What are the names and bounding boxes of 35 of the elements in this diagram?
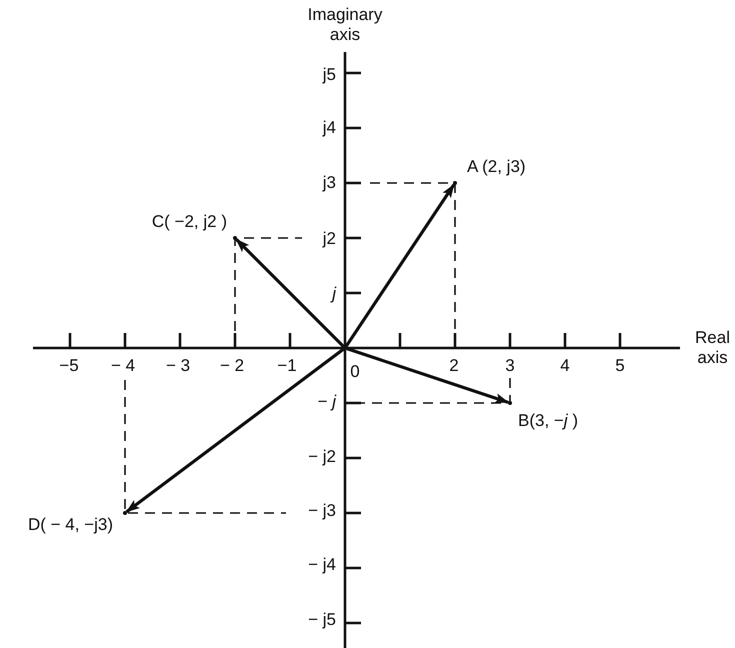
axis-title: Real axis bbox=[694, 328, 731, 368]
point-label: A (2, j3) bbox=[467, 157, 526, 177]
tick-label: − j3 bbox=[308, 501, 336, 521]
tick-label: j5 bbox=[322, 65, 336, 85]
vector-point bbox=[453, 181, 457, 185]
tick-label: − 4 bbox=[110, 356, 136, 376]
tick-label: j bbox=[332, 284, 336, 304]
tick-label: j3 bbox=[322, 173, 336, 193]
vector-point bbox=[123, 511, 127, 515]
tick-label: − j4 bbox=[308, 555, 336, 575]
tick-label: 4 bbox=[560, 356, 570, 376]
vector-point bbox=[233, 236, 237, 240]
tick-label: −5 bbox=[59, 356, 79, 376]
tick-label: − j2 bbox=[308, 447, 336, 467]
vector-point bbox=[508, 401, 512, 405]
vector-arrow bbox=[346, 347, 510, 404]
vector-arrow bbox=[235, 238, 345, 348]
tick-label: j2 bbox=[322, 229, 336, 249]
tick-label: 0 bbox=[350, 362, 360, 382]
tick-label: − 2 bbox=[220, 356, 244, 376]
tick-label: j4 bbox=[322, 118, 336, 138]
tick-label: −1 bbox=[277, 356, 297, 376]
tick-label: 5 bbox=[615, 356, 625, 376]
point-label: C( −2, j2 ) bbox=[152, 212, 227, 232]
tick-label: 2 bbox=[449, 356, 459, 376]
vector-point bbox=[343, 346, 347, 350]
point-label: B(3, −j ) bbox=[518, 411, 578, 431]
tick-label: 3 bbox=[505, 356, 515, 376]
tick-label: − j bbox=[318, 392, 336, 412]
tick-label: − 3 bbox=[166, 356, 190, 376]
axis-title: Imaginary axis bbox=[306, 5, 384, 45]
point-label: D( − 4, −j3) bbox=[28, 515, 113, 535]
vector-arrow bbox=[126, 348, 344, 514]
tick-label: − j5 bbox=[308, 610, 336, 630]
vector-arrow bbox=[344, 184, 456, 348]
